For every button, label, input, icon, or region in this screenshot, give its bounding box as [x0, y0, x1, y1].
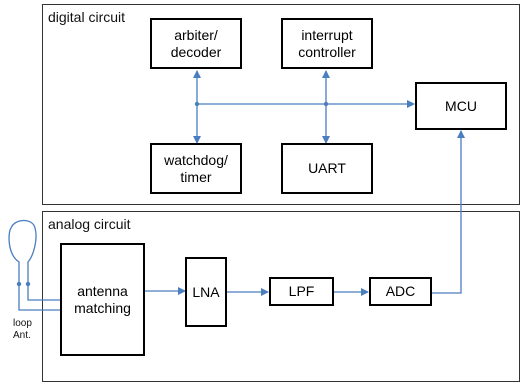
adc-block: ADC [369, 277, 432, 306]
interrupt-controller-block: interrupt controller [281, 18, 373, 69]
antenna-terminal-right [25, 281, 31, 287]
lna-block: LNA [185, 257, 227, 327]
mcu-block: MCU [415, 82, 507, 130]
lpf-block: LPF [269, 277, 334, 306]
uart-block: UART [281, 143, 373, 194]
antenna-terminal-left [16, 281, 22, 287]
loop-antenna-shape [8, 219, 37, 284]
analog-circuit-label: analog circuit [48, 216, 131, 232]
digital-circuit-label: digital circuit [48, 9, 126, 25]
bus-junction-right [323, 101, 329, 107]
antenna-lead-outer [18, 284, 60, 311]
antenna-matching-block: antenna matching [60, 243, 145, 356]
bus-junction-left [194, 101, 200, 107]
arbiter-decoder-block: arbiter/ decoder [150, 18, 242, 69]
watchdog-timer-block: watchdog/ timer [150, 143, 242, 194]
loop-antenna-label: loop Ant. [13, 318, 32, 341]
adc-to-mcu-wire [432, 130, 465, 294]
antenna-lead-inner [27, 284, 60, 301]
